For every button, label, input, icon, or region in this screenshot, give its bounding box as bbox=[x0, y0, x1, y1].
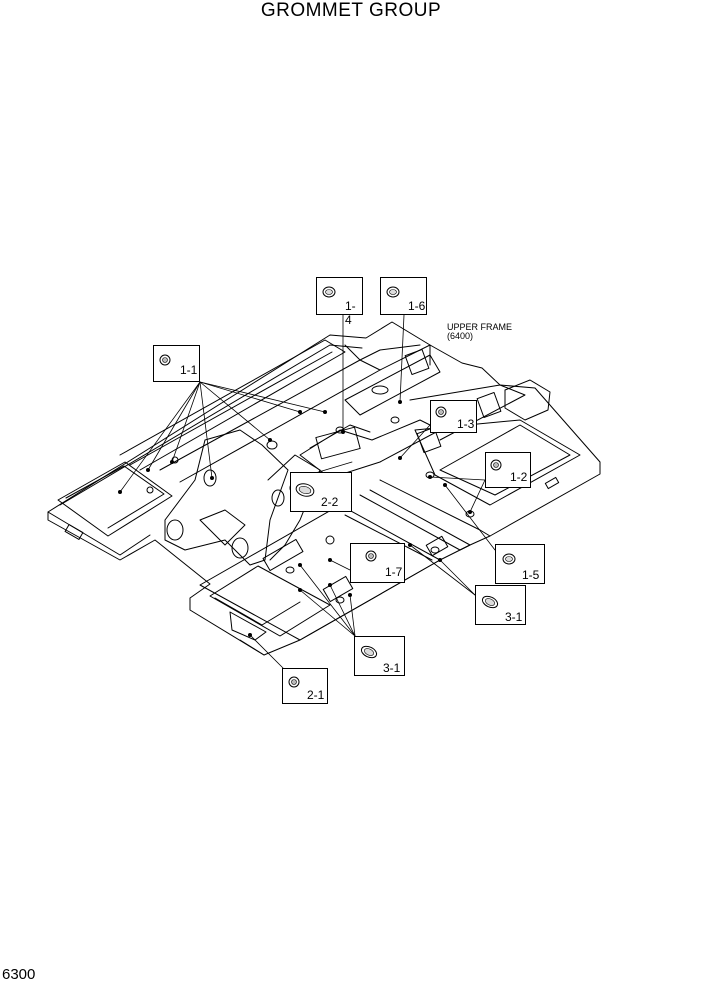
callout-1-5[interactable]: 1-5 bbox=[495, 544, 545, 584]
callout-1-7[interactable]: 1-7 bbox=[350, 543, 405, 583]
callout-label: 2-2 bbox=[321, 495, 339, 509]
grommet-oval-icon bbox=[360, 645, 378, 659]
callout-3-1-lower[interactable]: 3-1 bbox=[354, 636, 405, 676]
grommet-ring-icon bbox=[322, 286, 336, 298]
grommet-ring-icon bbox=[386, 286, 400, 298]
callout-label: 1-6 bbox=[408, 299, 426, 313]
leader-lines bbox=[119, 314, 496, 669]
grommet-oval-icon bbox=[481, 595, 499, 609]
callout-label: 1-5 bbox=[522, 568, 540, 582]
callout-label: 3-1 bbox=[383, 661, 401, 675]
callout-1-3[interactable]: 1-3 bbox=[430, 400, 477, 433]
page-number: 6300 bbox=[2, 966, 36, 983]
grommet-solid-icon bbox=[435, 406, 447, 418]
callout-1-2[interactable]: 1-2 bbox=[485, 452, 531, 488]
grommet-solid-icon bbox=[365, 550, 377, 562]
callout-3-1-right[interactable]: 3-1 bbox=[475, 585, 526, 625]
callout-1-6[interactable]: 1-6 bbox=[380, 277, 427, 315]
callout-label: 1-2 bbox=[510, 470, 528, 484]
page-title: GROMMET GROUP bbox=[260, 0, 442, 21]
callout-label: 1-1 bbox=[180, 363, 198, 377]
callout-label: 3-1 bbox=[505, 610, 523, 624]
grommet-oval-icon bbox=[295, 483, 315, 497]
callout-label: 2-1 bbox=[307, 688, 325, 702]
grommet-solid-icon bbox=[490, 459, 502, 471]
callout-2-1[interactable]: 2-1 bbox=[282, 668, 328, 704]
callout-label: 1-4 bbox=[345, 299, 356, 327]
leader-arrowheads bbox=[118, 400, 472, 637]
callout-label: 1-3 bbox=[457, 417, 475, 431]
callout-1-1[interactable]: 1-1 bbox=[153, 345, 200, 382]
upper-frame-label: UPPER FRAME (6400) bbox=[447, 323, 512, 341]
grommet-solid-icon bbox=[288, 676, 300, 688]
grommet-solid-icon bbox=[159, 354, 171, 366]
callout-1-4[interactable]: 1-4 bbox=[316, 277, 363, 327]
upper-frame-label-line1: UPPER FRAME bbox=[447, 322, 513, 332]
callout-2-2[interactable]: 2-2 bbox=[290, 472, 352, 512]
callout-label: 1-7 bbox=[385, 565, 403, 579]
grommet-ring-icon bbox=[502, 553, 516, 565]
upper-frame-label-line2: (6400) bbox=[447, 331, 474, 341]
